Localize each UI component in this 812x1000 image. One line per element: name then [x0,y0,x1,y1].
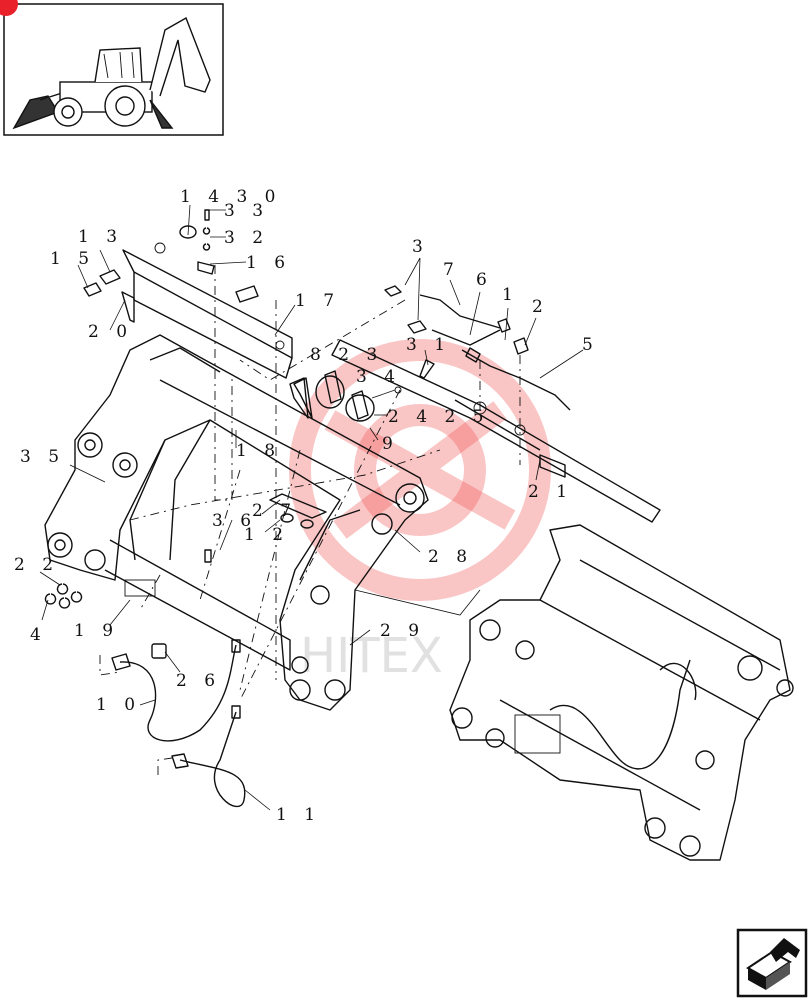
callout-9: 9 [382,434,399,454]
callout-15: 1 5 [50,249,95,269]
callout-7: 7 [443,260,460,280]
callout-6: 6 [476,270,493,290]
left-loader-frame [44,334,429,711]
callout-10: 1 0 [96,695,141,715]
callout-2425: 2 4 2 5 [388,407,489,427]
callout-34: 3 4 [356,367,401,387]
thumbnail-frame [0,0,224,136]
callout-31: 3 1 [406,335,451,355]
callout-21: 2 1 [528,482,573,502]
callout-32: 3 2 [224,228,269,248]
backhoe-loader-icon [12,16,211,130]
callout-12: 1 2 [244,525,289,545]
callout-823: 8 2 3 [310,345,383,365]
assembly-lines [99,265,521,775]
callout-27: 2 7 [252,501,297,521]
callout-19: 1 9 [74,621,119,641]
coupler-parts [44,370,402,659]
callout-11: 1 1 [276,805,321,825]
callout-16: 1 6 [246,253,291,273]
callout-1430: 1 4 3 0 [180,187,281,207]
leader-lines [39,204,584,811]
callout-20: 2 0 [88,322,133,342]
callout-26: 2 6 [176,671,221,691]
callout-18: 1 8 [236,441,281,461]
callout-33: 3 3 [224,201,269,221]
callout-13: 1 3 [78,227,123,247]
callout-17: 1 7 [295,291,340,311]
callout-29: 2 9 [380,621,425,641]
callout-22: 2 2 [14,555,59,575]
callout-2: 2 [532,297,549,317]
fittings-upper-left [83,209,313,419]
mounting-plate [122,242,293,379]
callout-28: 2 8 [428,547,473,567]
callout-35: 3 5 [20,447,65,467]
hydraulic-hoses-lower [111,639,246,807]
callout-3-top: 3 [412,237,429,257]
watermark-text: HITEX [300,628,443,684]
page-badge-icon [0,0,18,16]
callout-5: 5 [582,335,599,355]
callout-4: 4 [30,625,47,645]
callout-1: 1 [502,285,519,305]
right-assembled-frame [449,524,794,861]
next-page-arrow-icon[interactable] [736,928,808,998]
callout-labels: 1 4 3 0 3 3 3 2 1 6 1 3 1 5 2 0 1 7 3 7 … [14,187,599,825]
watermark-gear: HITEX [289,339,551,684]
callout-36: 3 6 [212,511,257,531]
